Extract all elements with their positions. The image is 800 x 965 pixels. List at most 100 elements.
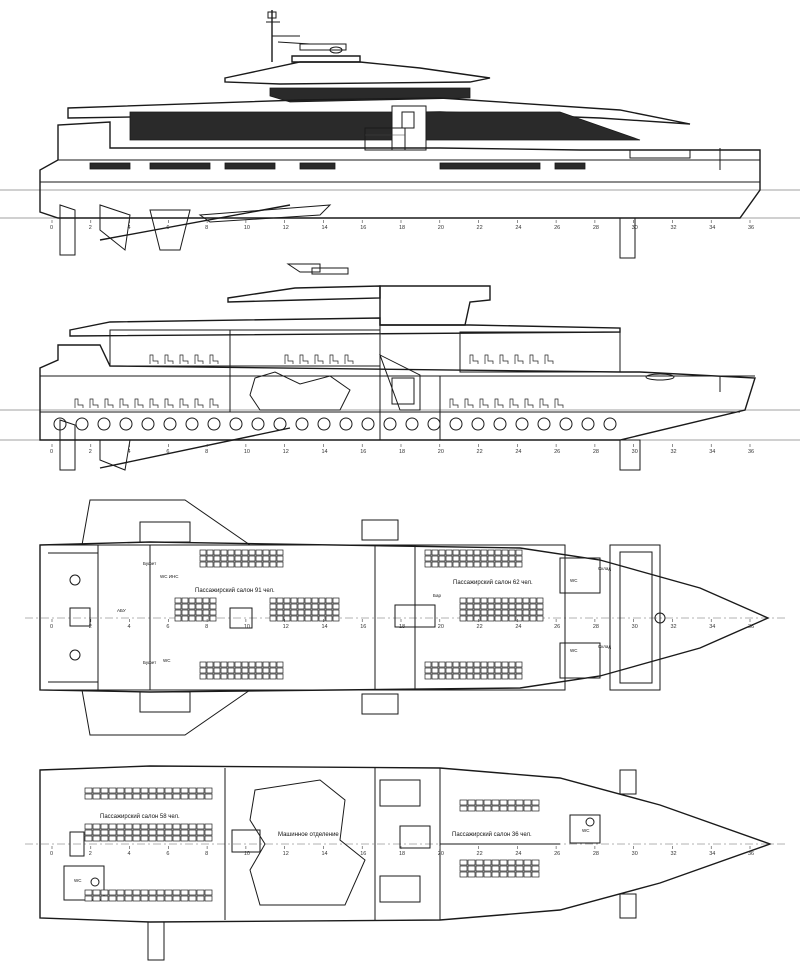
seat [276,597,284,604]
seat [515,555,523,562]
frame-number: 12 [283,851,289,857]
seat [195,609,203,616]
seat [508,555,516,562]
seat [515,615,523,622]
frame-number: 28 [593,851,599,857]
seat [227,661,235,668]
seat [483,799,492,806]
seat [227,667,235,674]
frame-number: 2 [89,225,92,231]
seat [276,667,284,674]
seat [515,799,524,806]
frame-number: 14 [321,851,327,857]
seat-profile [179,398,189,408]
seat [276,603,284,610]
frame-number: 24 [515,225,521,231]
seat [213,667,221,674]
seat [100,823,109,830]
seat [195,603,203,610]
seat [501,673,509,680]
frame-number: 20 [438,624,444,630]
seat [262,673,270,680]
upper-abv-label: АБУ [117,608,126,613]
seat [311,597,319,604]
seat-profile [344,354,354,364]
seat-profile [89,398,99,408]
seat [531,871,540,878]
seat [262,549,270,556]
seat [325,615,333,622]
seat [487,661,495,668]
seat [100,787,109,794]
seat [459,561,467,568]
seat [206,549,214,556]
seat [297,615,305,622]
seat [180,895,189,902]
frame-number: 8 [205,624,208,630]
frame-number: 20 [438,225,444,231]
porthole [559,417,573,431]
seat [508,549,516,556]
seat [522,603,530,610]
seat [209,597,217,604]
seat [140,835,149,842]
seat [227,549,235,556]
seat [84,889,93,896]
seat [480,561,488,568]
seat [523,871,532,878]
seat [206,555,214,562]
seat [202,615,210,622]
seat [424,561,432,568]
seat [290,597,298,604]
seat [515,609,523,616]
seat [304,609,312,616]
frame-number: 32 [670,225,676,231]
seat [181,603,189,610]
seat [491,871,500,878]
frame-number: 2 [89,851,92,857]
seat [473,597,481,604]
porthole [75,417,89,431]
seat [199,661,207,668]
frame-number: 8 [205,225,208,231]
porthole [537,417,551,431]
seat [269,549,277,556]
seat [227,561,235,568]
porthole [295,417,309,431]
seat-profile [464,398,474,408]
seat [515,603,523,610]
seat [108,889,117,896]
seat [424,667,432,674]
lower-aft-saloon-label: Пассажирский салон 58 чел. [100,813,180,820]
seat [466,661,474,668]
frame-number: 10 [244,624,250,630]
seat [116,823,125,830]
seat-profile [149,354,159,364]
seat [213,661,221,668]
seat [508,597,516,604]
seat-profile [209,398,219,408]
seat [188,889,197,896]
seat [431,549,439,556]
seat [174,597,182,604]
porthole [207,417,221,431]
porthole [163,417,177,431]
porthole [493,417,507,431]
seat-profile [284,354,294,364]
seat [206,561,214,568]
seat [501,603,509,610]
seat [204,823,213,830]
seat [188,895,197,902]
seat [140,889,149,896]
seat [480,609,488,616]
seat [467,871,476,878]
seat [181,615,189,622]
seat [483,805,492,812]
seat [148,895,157,902]
seat [116,835,125,842]
seat [196,829,205,836]
seat [276,609,284,616]
seat [431,661,439,668]
seat [181,597,189,604]
seat [487,673,495,680]
